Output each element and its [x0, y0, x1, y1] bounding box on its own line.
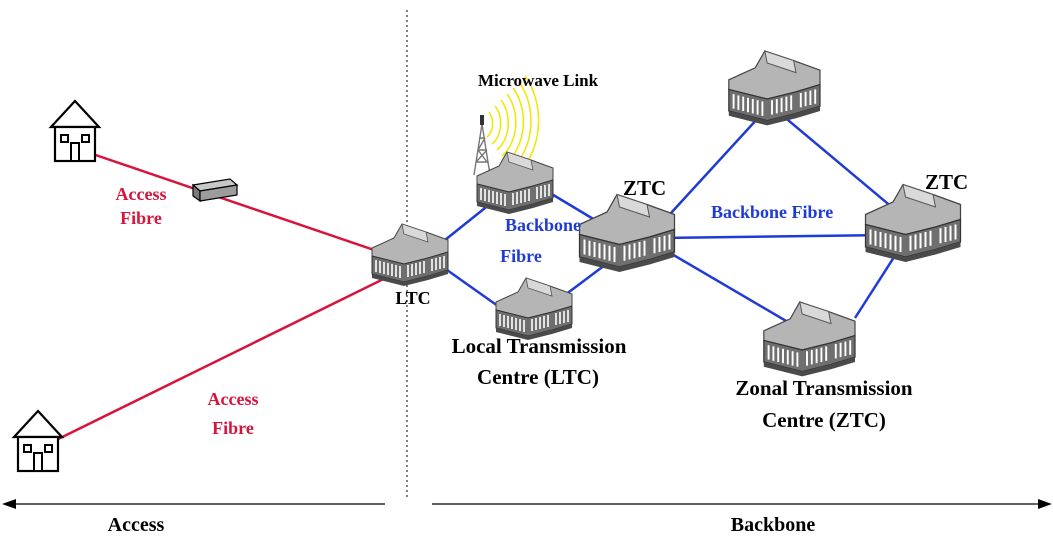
access-axis-label: Access — [108, 514, 165, 536]
backbone-fibre-left-label-line1: Backbone — [505, 215, 581, 235]
backbone-axis-label: Backbone — [731, 514, 816, 536]
backbone-axis-arrow — [432, 499, 1052, 509]
ztc-full-name-line1: Zonal Transmission — [735, 376, 913, 400]
zonal-transmission-centre-building-icon — [762, 301, 856, 378]
local-transmission-centre-building-icon — [495, 277, 573, 341]
microwave-link-label: Microwave Link — [478, 71, 599, 90]
ltc-full-name-line1: Local Transmission — [452, 334, 627, 358]
access-fibre-top-label-line1: Access — [116, 184, 167, 204]
backbone-fibre-right-label: Backbone Fibre — [711, 202, 833, 222]
access-fibre-bottom-label-line1: Access — [208, 389, 259, 409]
backbone-fibre-left-label-line2: Fibre — [500, 246, 542, 266]
access-fibre-link-top — [74, 146, 416, 266]
access-fibre-bottom-label-line2: Fibre — [212, 418, 254, 438]
access-node-box — [191, 178, 239, 203]
house-icon — [12, 409, 64, 473]
ztc-center-building-icon — [578, 193, 676, 273]
ltc-label: LTC — [395, 288, 430, 308]
ztc-top-building-icon — [727, 50, 821, 127]
house-icon — [49, 99, 101, 163]
access-fibre-link-bottom — [39, 260, 419, 450]
access-fibre-top-label-line2: Fibre — [120, 208, 162, 228]
ztc-right-label: ZTC — [925, 170, 968, 194]
ltc-building-icon — [371, 223, 449, 287]
ztc-full-name-line2: Centre (ZTC) — [762, 408, 886, 432]
ztc-center-label: ZTC — [623, 176, 666, 200]
access-axis-arrow — [2, 499, 385, 509]
ltc-full-name-line2: Centre (LTC) — [477, 365, 599, 389]
